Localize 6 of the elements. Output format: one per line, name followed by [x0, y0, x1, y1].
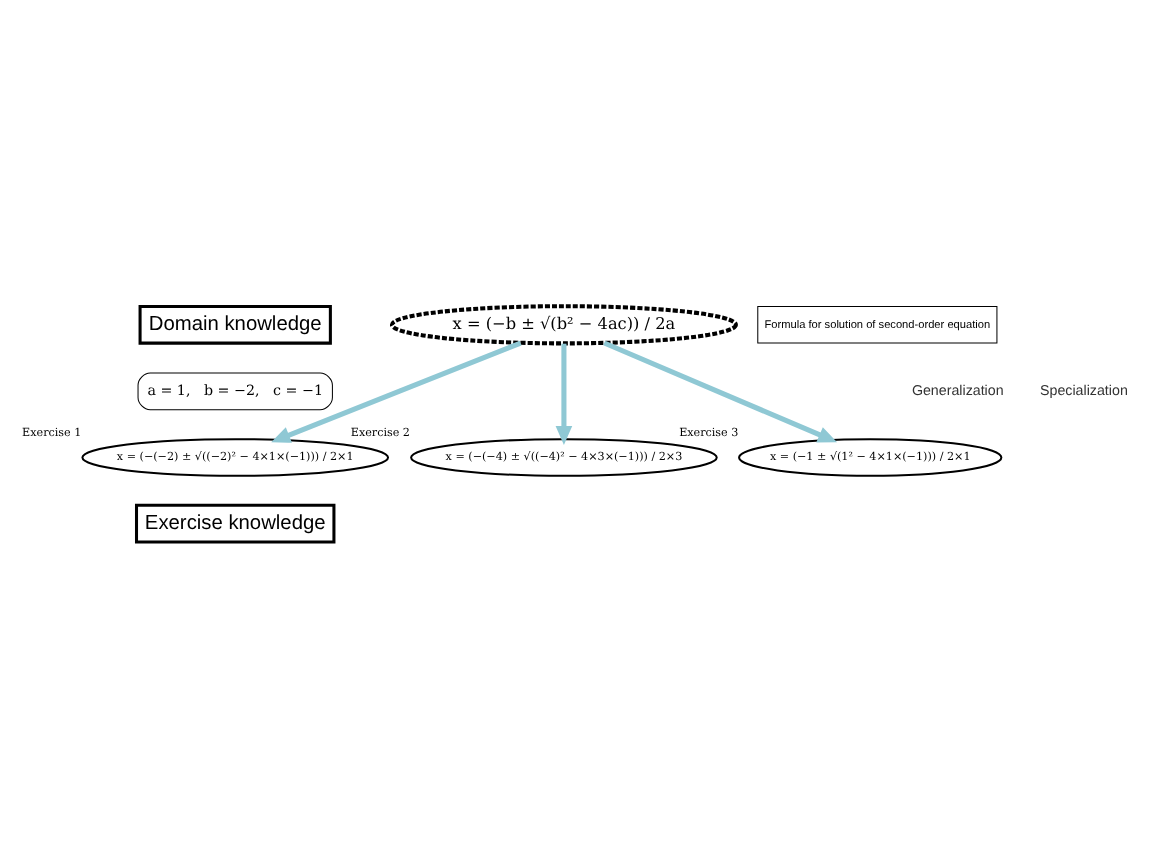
node-ellipse: x = (−b ± √(b² − 4ac)) / 2a — [389, 304, 738, 346]
node-box: Exercise knowledge — [135, 503, 336, 544]
arrow — [555, 343, 573, 446]
node-box: Domain knowledge — [138, 304, 332, 345]
arrow — [271, 340, 522, 443]
arrow — [603, 340, 838, 443]
